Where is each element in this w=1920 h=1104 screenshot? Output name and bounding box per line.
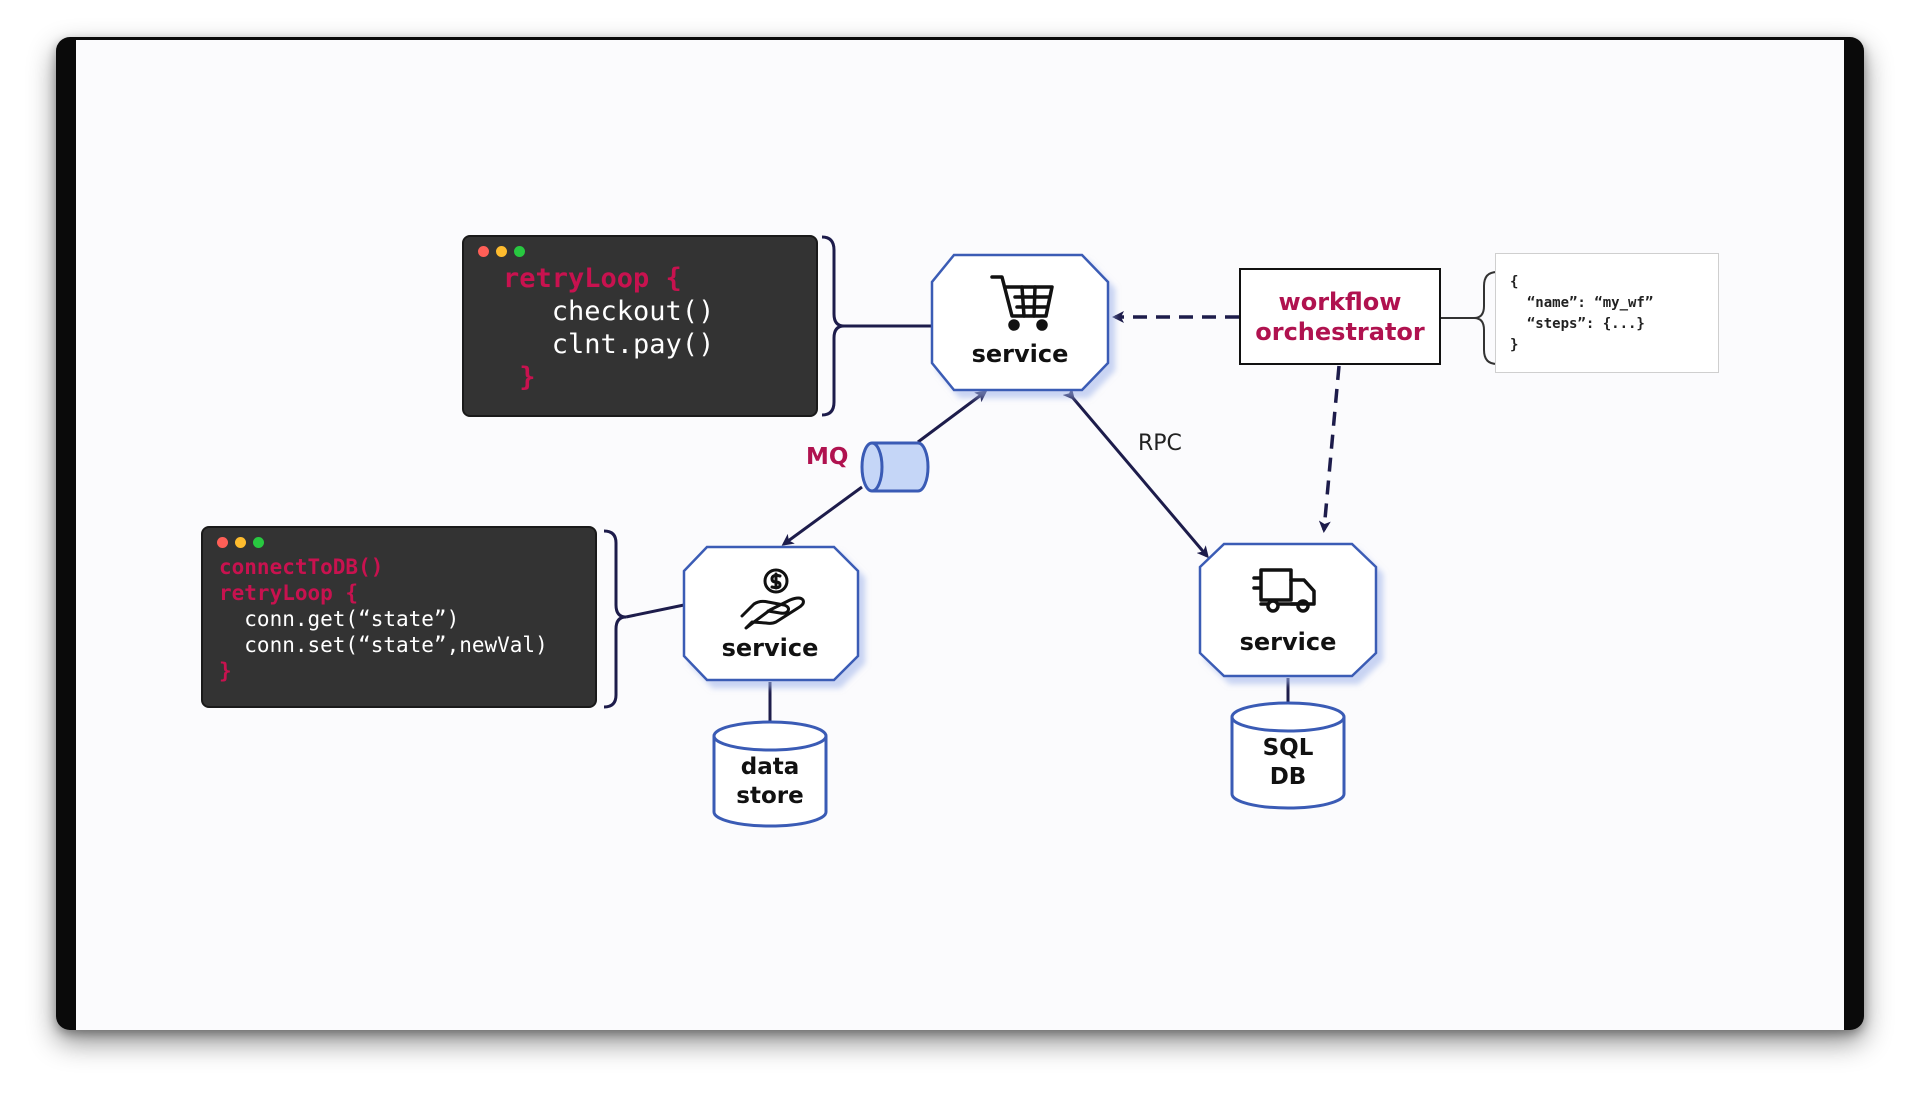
code-line: clnt.pay() <box>503 329 715 360</box>
json-brace <box>1473 271 1498 365</box>
cart-service-label: service <box>971 340 1069 368</box>
shipping-service-label: service <box>1239 628 1337 656</box>
orchestrator-label-line: orchestrator <box>1255 317 1425 346</box>
code-line: conn.get(“state”) <box>219 607 460 631</box>
orchestrator-label-line: workflow <box>1278 287 1402 316</box>
code-line: retryLoop { <box>503 263 682 294</box>
window-dot-red <box>217 537 228 548</box>
workflow-definition-box: { “name”: “my_wf” “steps”: {...} } <box>1495 253 1719 373</box>
window-dot-red <box>478 246 489 257</box>
window-dot-green <box>514 246 525 257</box>
window-dot-yellow <box>235 537 246 548</box>
brace-connector-bottom <box>625 603 685 619</box>
sql-db-cylinder <box>1230 701 1346 810</box>
truck-icon <box>1252 568 1316 613</box>
code-line: } <box>503 362 536 393</box>
json-line: { <box>1510 274 1519 290</box>
payment-service-node <box>682 545 860 682</box>
rpc-arrow <box>1062 387 1209 559</box>
code-window-db-retry: connectToDB() retryLoop { conn.get(“stat… <box>201 526 597 708</box>
shipping-service-node <box>1198 542 1378 678</box>
message-queue-cylinder <box>860 441 930 493</box>
code-line: checkout() <box>503 296 715 327</box>
shopping-cart-icon <box>990 275 1054 331</box>
window-dot-green <box>253 537 264 548</box>
code-line: } <box>219 659 232 683</box>
code-line: conn.set(“state”,newVal) <box>219 633 548 657</box>
json-line: “name”: “my_wf” <box>1510 295 1654 311</box>
slide-frame <box>56 37 1864 1030</box>
cart-service-node <box>930 253 1110 392</box>
data-store-cylinder <box>712 720 828 828</box>
data-store-label: data store <box>710 753 830 811</box>
code-brace-bottom <box>603 529 627 709</box>
orchestrator-to-shipping-arrow <box>1318 365 1341 533</box>
store-label-line: store <box>736 783 804 809</box>
rpc-label: RPC <box>1138 431 1182 456</box>
code-window-retry-checkout: retryLoop { checkout() clnt.pay() } <box>462 235 818 417</box>
window-controls <box>217 537 264 548</box>
hand-coin-icon <box>740 568 805 630</box>
json-line: “steps”: {...} <box>1510 316 1645 332</box>
code-line: retryLoop { <box>219 581 359 605</box>
code-line: connectToDB() <box>219 555 384 579</box>
workflow-orchestrator-box: workflow orchestrator <box>1239 268 1441 365</box>
sql-db-label: SQL DB <box>1228 734 1348 792</box>
mq-to-cart-arrow <box>917 390 988 444</box>
mq-to-payment-arrow <box>781 485 863 546</box>
store-label-line: data <box>740 754 800 780</box>
code-brace-top <box>821 235 845 417</box>
json-line: } <box>1510 337 1519 353</box>
store-label-line: SQL <box>1262 735 1314 761</box>
store-label-line: DB <box>1269 764 1307 790</box>
window-dot-yellow <box>496 246 507 257</box>
window-controls <box>478 246 525 257</box>
payment-service-label: service <box>721 634 819 662</box>
mq-label: MQ <box>806 444 849 470</box>
